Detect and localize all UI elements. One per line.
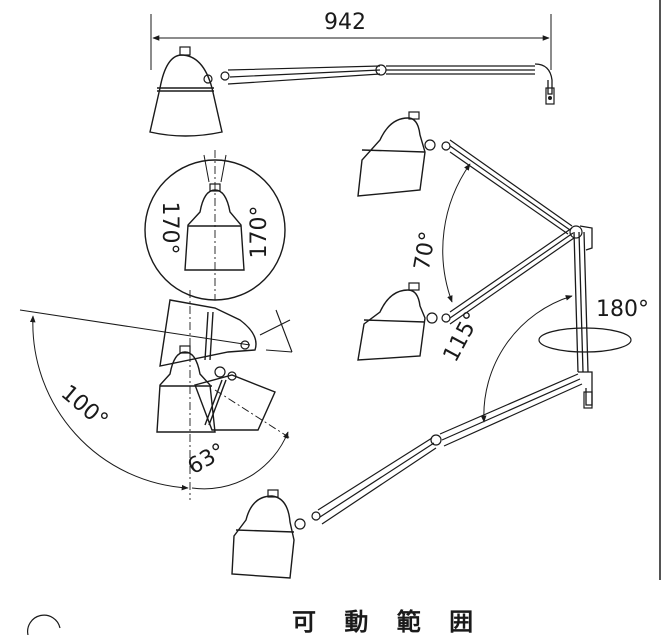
arc-63 — [191, 431, 289, 490]
figure-caption: 可 動 範 囲 — [292, 608, 484, 636]
arm-upper-angle-label: 70° — [410, 229, 441, 272]
shade-tilt-view: 100° 63° — [19, 290, 293, 500]
tilt-right-angle-label: 170° — [247, 206, 272, 259]
shade-up-angle-label: 100° — [56, 380, 113, 433]
base-rotation-angle-label: 180° — [596, 297, 649, 322]
extended-lamp-view: 942 — [149, 10, 555, 137]
dimension-width-label: 942 — [324, 10, 366, 35]
arc-115 — [480, 295, 573, 423]
arc-70 — [442, 163, 471, 303]
shade-rotation-circle: 170° 170° — [144, 150, 286, 301]
arm-motion-view: 180° 70° 115° — [231, 111, 649, 579]
tilt-left-angle-label: 170° — [157, 202, 182, 255]
arm-lower-angle-label: 115° — [439, 308, 486, 367]
shade-down-angle-label: 63° — [184, 439, 230, 480]
corner-mark — [27, 614, 61, 635]
lamp-shade — [149, 54, 223, 137]
arc-100 — [29, 315, 189, 491]
